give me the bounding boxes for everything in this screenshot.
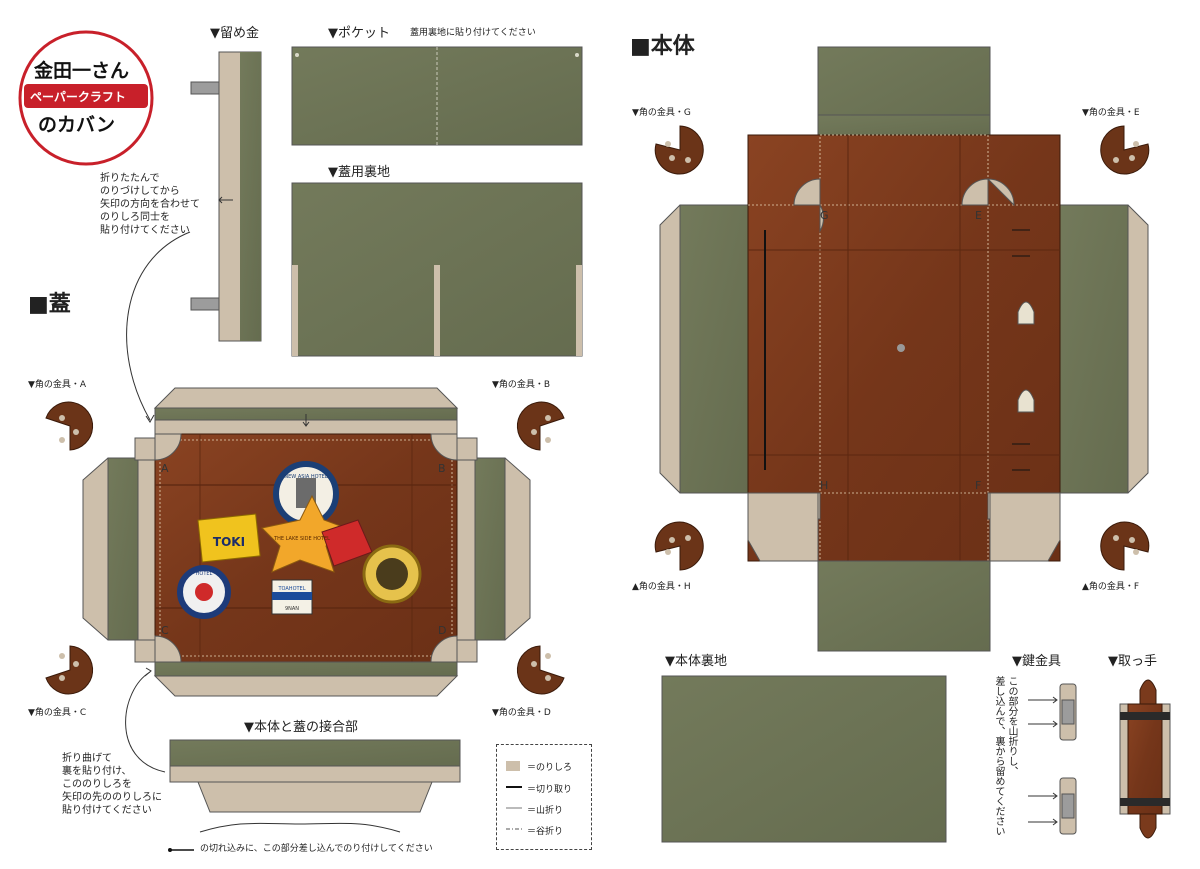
letter-d: D xyxy=(438,624,446,637)
clasp-label: ▼留め金 xyxy=(210,26,259,41)
pocket-label: ▼ポケット xyxy=(328,26,390,41)
letter-a: A xyxy=(161,462,169,475)
lid-lining-label: ▼蓋用裏地 xyxy=(328,165,390,180)
clasp-part xyxy=(190,51,262,342)
lid-lining-part xyxy=(291,182,583,357)
sticker-circle-hotel-text: HOTEL xyxy=(196,571,213,577)
guide-arrows xyxy=(125,231,401,833)
logo-line3: のカバン xyxy=(38,114,115,136)
logo xyxy=(18,30,154,166)
logo-line1: 金田一さん xyxy=(34,60,130,82)
logo-line2: ペーパークラフト xyxy=(30,90,126,104)
corner-a-label: ▼角の金具・A xyxy=(28,380,87,390)
letter-f: F xyxy=(975,479,981,492)
letter-h: H xyxy=(820,479,828,492)
handle-part xyxy=(1119,679,1171,839)
legend: ＝のりしろ ＝切り取り ＝山折り ＝谷折り xyxy=(496,744,592,850)
legend-cut: ＝切り取り xyxy=(527,785,573,795)
lid-stickers xyxy=(177,461,422,619)
sticker-lakeside-text: THE LAKE SIDE HOTEL xyxy=(273,536,330,542)
letter-c: C xyxy=(161,624,169,637)
joint-label: ▼本体と蓋の接合部 xyxy=(244,720,358,735)
corner-d-label: ▼角の金具・D xyxy=(492,708,551,718)
pocket-note: 蓋用裏地に貼り付けてください xyxy=(410,28,536,38)
body-lining-part xyxy=(661,675,947,843)
legend-glue: ＝のりしろ xyxy=(527,763,573,773)
joint-part xyxy=(169,739,461,813)
legend-mountain: ＝山折り xyxy=(527,806,564,816)
sticker-toa-sub-text: 9NAN xyxy=(285,606,299,612)
legend-valley: ＝谷折り xyxy=(527,827,564,837)
lock-instructions: この部分を山折りし、 差し込んで、裏から留めてください xyxy=(993,676,1017,836)
corner-e-label: ▼角の金具・E xyxy=(1082,108,1140,118)
letter-g: G xyxy=(820,209,829,222)
corner-h-label: ▲角の金具・H xyxy=(632,582,691,592)
sticker-toki-text: TOKI xyxy=(213,535,245,549)
letter-e: E xyxy=(975,209,982,222)
lid-net xyxy=(82,387,531,697)
lock-parts xyxy=(1028,683,1077,835)
lock-label: ▼鍵金具 xyxy=(1012,654,1061,669)
corner-b-label: ▼角の金具・B xyxy=(492,380,551,390)
handle-label: ▼取っ手 xyxy=(1108,654,1157,669)
body-label: ■本体 xyxy=(630,34,695,59)
pocket-part xyxy=(291,46,583,146)
body-lining-label: ▼本体裏地 xyxy=(665,654,727,669)
letter-b: B xyxy=(438,462,446,475)
legend-line-samples xyxy=(506,761,522,830)
slit-marker xyxy=(168,848,194,852)
sticker-toa-text: TOAHOTEL xyxy=(277,586,305,592)
corner-f-label: ▲角の金具・F xyxy=(1082,582,1140,592)
clasp-instructions: 折りたたんで のりづけしてから 矢印の方向を合わせて のりしろ同士を 貼り付けて… xyxy=(100,173,200,236)
lid-corner-caps xyxy=(45,401,565,695)
corner-c-label: ▼角の金具・C xyxy=(28,708,87,718)
body-net xyxy=(659,46,1149,652)
corner-g-label: ▼角の金具・G xyxy=(632,108,691,118)
sticker-newasia-text: NEW ASIA HOTEL xyxy=(284,474,327,480)
lid-label: ■蓋 xyxy=(28,292,71,317)
joint-instructions: 折り曲げて 裏を貼り付け、 こののりしろを 矢印の先ののりしろに 貼り付けてくだ… xyxy=(62,753,162,816)
body-corner-caps xyxy=(654,125,1150,571)
slit-instructions: の切れ込みに、この部分差し込んでのり付けしてください xyxy=(200,844,433,854)
